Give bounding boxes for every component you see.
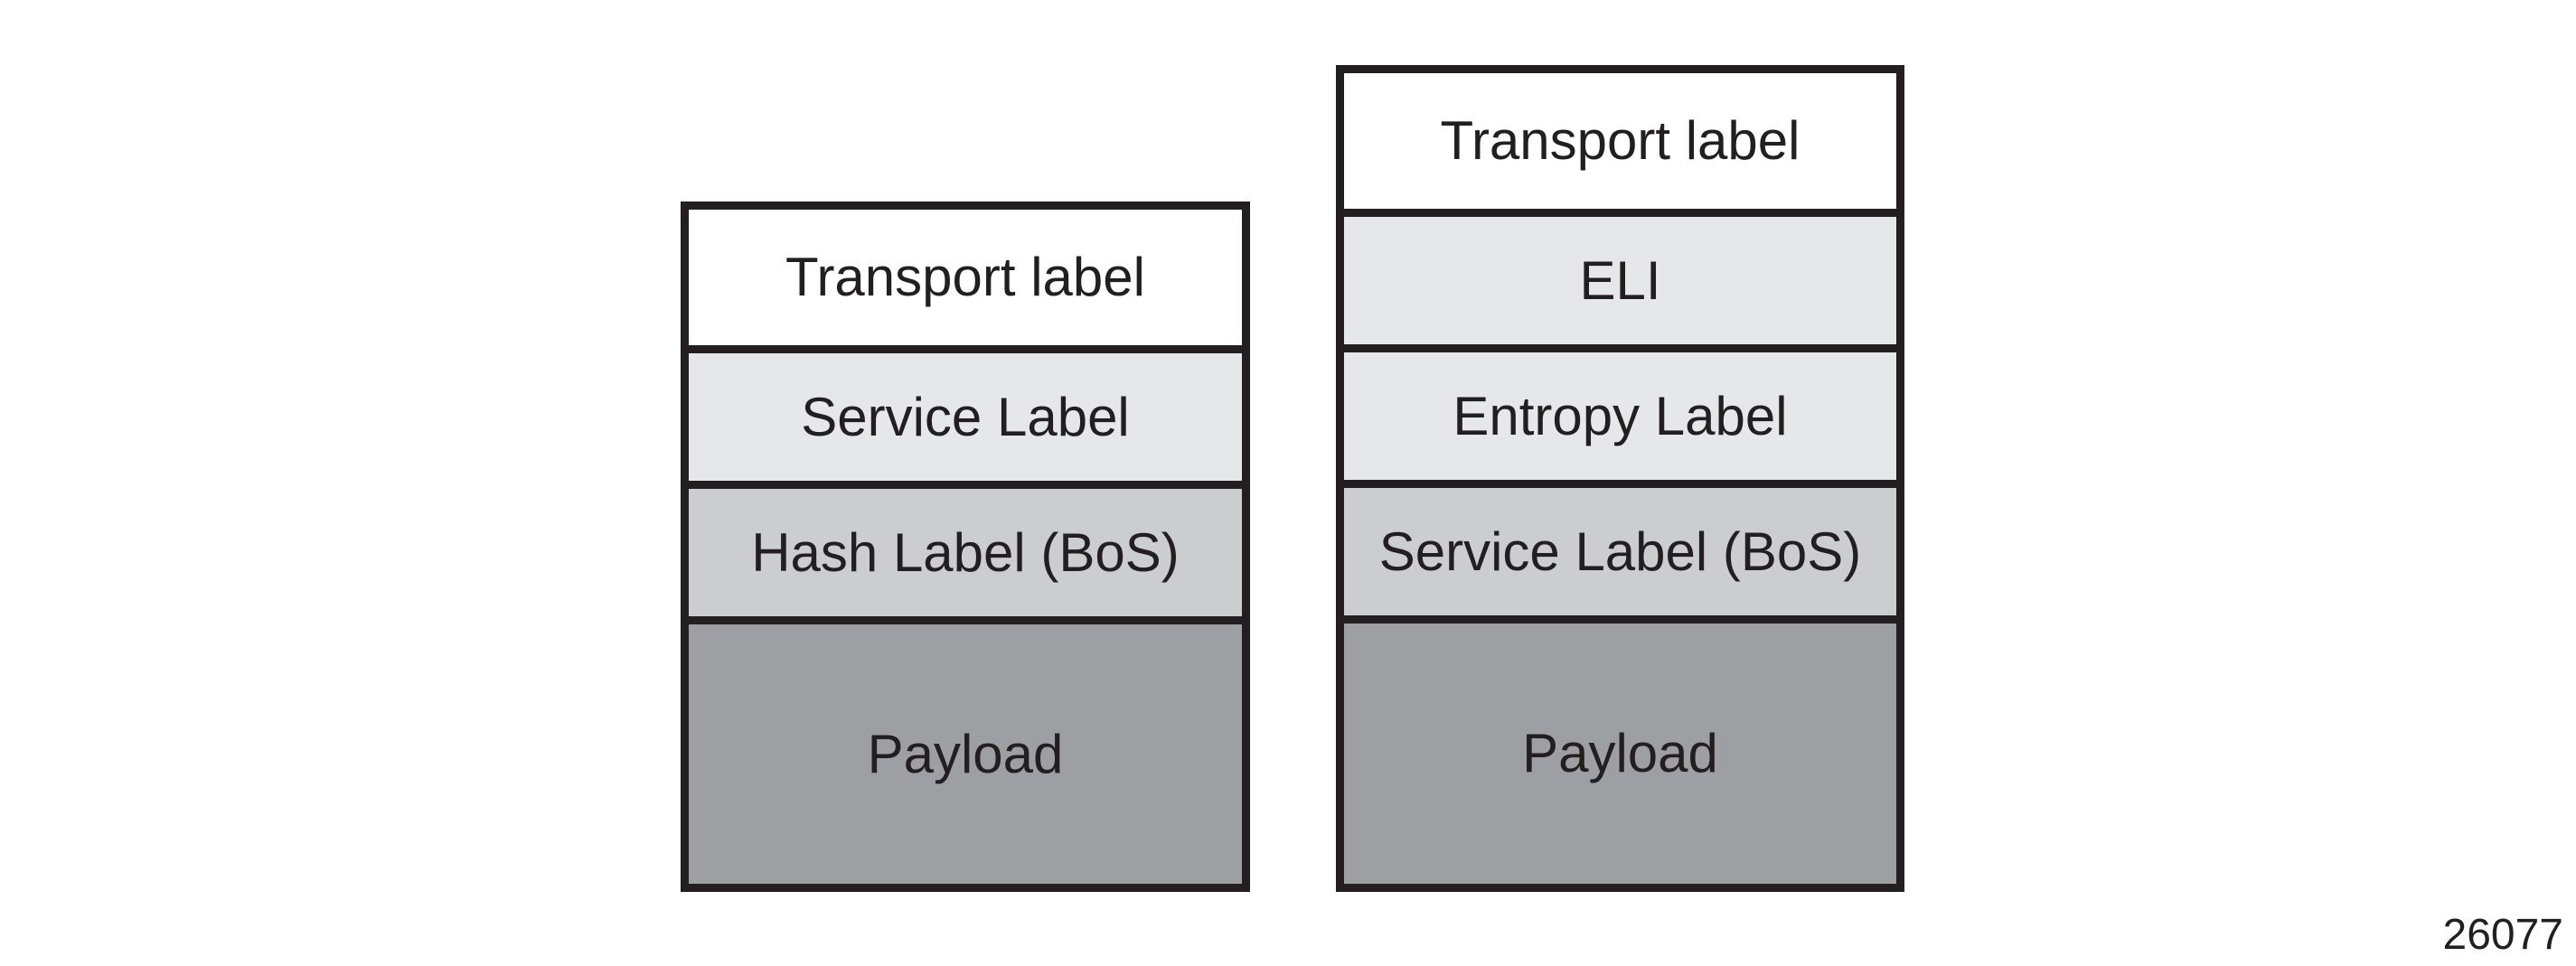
row-payload-text: Payload xyxy=(1522,723,1718,783)
row-transport-label: Transport label xyxy=(1344,73,1896,209)
row-service-label-text: Service Label xyxy=(801,386,1130,447)
row-payload-text: Payload xyxy=(867,723,1064,784)
row-service-label: Service Label xyxy=(689,345,1242,481)
row-transport-label-text: Transport label xyxy=(785,247,1145,307)
row-transport-label-text: Transport label xyxy=(1440,110,1800,171)
row-hash-label-bos: Hash Label (BoS) xyxy=(689,481,1242,616)
row-eli: ELI xyxy=(1344,209,1896,344)
row-eli-text: ELI xyxy=(1579,249,1661,311)
row-payload: Payload xyxy=(1344,615,1896,884)
entropy-label-stack: Transport label ELI Entropy Label Servic… xyxy=(1336,65,1904,892)
row-entropy-label: Entropy Label xyxy=(1344,344,1896,480)
figure-number: 26077 xyxy=(2442,911,2563,959)
row-entropy-label-text: Entropy Label xyxy=(1453,385,1788,446)
row-transport-label: Transport label xyxy=(689,210,1242,345)
row-service-label-bos: Service Label (BoS) xyxy=(1344,480,1896,615)
row-payload: Payload xyxy=(689,616,1242,884)
row-service-label-bos-text: Service Label (BoS) xyxy=(1378,521,1862,582)
row-hash-label-bos-text: Hash Label (BoS) xyxy=(751,521,1180,583)
hash-label-stack: Transport label Service Label Hash Label… xyxy=(681,202,1250,892)
